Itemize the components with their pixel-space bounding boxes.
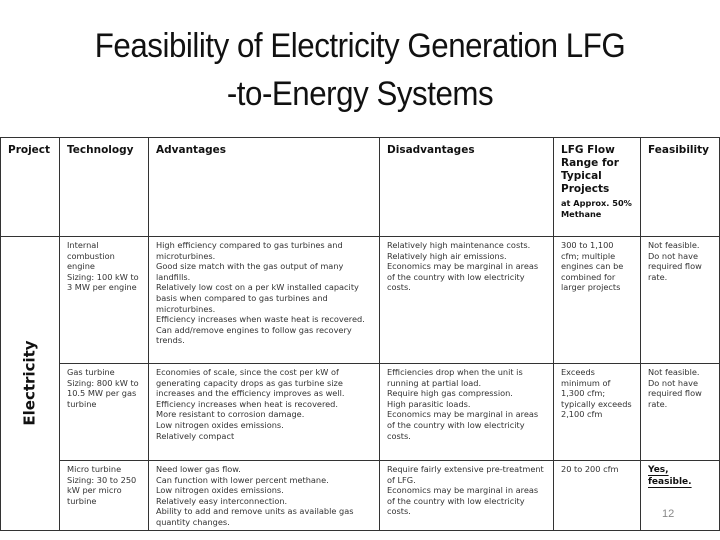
disadvantage-item: Efficiencies drop when the unit is runni… bbox=[387, 367, 523, 388]
feasibility-cell: Yes, feasible. bbox=[640, 460, 720, 531]
project-label: Electricity bbox=[20, 340, 39, 426]
disadvantage-item: Relatively high air emissions. bbox=[387, 250, 507, 261]
technology-cell: Gas turbine Sizing: 800 kW to 10.5 MW pe… bbox=[59, 363, 149, 461]
advantages-cell: Need lower gas flow. Can function with l… bbox=[148, 460, 380, 531]
advantage-item: Ability to add and remove units as avail… bbox=[156, 506, 354, 527]
table-header-row: Project Technology Advantages Disadvanta… bbox=[0, 137, 720, 237]
advantage-item: Efficiency increases when heat is recove… bbox=[156, 398, 338, 409]
advantage-item: Economies of scale, since the cost per k… bbox=[156, 367, 345, 399]
advantage-item: Relatively low cost on a per kW installe… bbox=[156, 282, 359, 314]
disadvantage-item: Relatively high maintenance costs. bbox=[387, 240, 531, 250]
advantage-item: Relatively easy interconnection. bbox=[156, 495, 288, 506]
header-technology: Technology bbox=[59, 137, 149, 237]
advantages-cell: Economies of scale, since the cost per k… bbox=[148, 363, 380, 461]
table-row: Micro turbine Sizing: 30 to 250 kW per m… bbox=[1, 460, 720, 531]
slide-title-line-2: -to-Energy Systems bbox=[226, 75, 494, 113]
technology-sizing: Sizing: 800 kW to 10.5 MW per gas turbin… bbox=[67, 377, 139, 409]
flow-range-cell: 20 to 200 cfm bbox=[553, 460, 641, 531]
header-flow-range-main: LFG Flow Range for Typical Projects bbox=[561, 144, 619, 195]
technology-cell: Internal combustion engine Sizing: 100 k… bbox=[59, 236, 149, 364]
advantage-item: Can add/remove engines to follow gas rec… bbox=[156, 324, 352, 346]
disadvantages-cell: Relatively high maintenance costs. Relat… bbox=[379, 236, 554, 364]
disadvantage-item: Economics may be marginal in areas of th… bbox=[387, 261, 539, 293]
advantage-item: Can function with lower percent methane. bbox=[156, 474, 329, 485]
header-disadvantages: Disadvantages bbox=[379, 137, 554, 237]
disadvantage-item: Require fairly extensive pre-treatment o… bbox=[387, 464, 544, 485]
technology-sizing: Sizing: 100 kW to 3 MW per engine bbox=[67, 271, 139, 293]
header-feasibility: Feasibility bbox=[640, 137, 720, 237]
feasibility-table: Project Technology Advantages Disadvanta… bbox=[0, 137, 720, 531]
feasibility-cell: Not feasible. Do not have required flow … bbox=[640, 363, 720, 461]
header-flow-range-sub: at Approx. 50% Methane bbox=[561, 198, 632, 219]
flow-range-cell: 300 to 1,100 cfm; multiple engines can b… bbox=[553, 236, 641, 364]
advantage-item: Low nitrogen oxides emissions. bbox=[156, 419, 284, 430]
header-project: Project bbox=[0, 137, 60, 237]
disadvantage-item: High parasitic loads. bbox=[387, 398, 471, 409]
header-flow-range: LFG Flow Range for Typical Projects at A… bbox=[553, 137, 641, 237]
disadvantage-item: Economics may be marginal in areas of th… bbox=[387, 409, 539, 441]
advantages-cell: High efficiency compared to gas turbines… bbox=[148, 236, 380, 364]
disadvantage-item: Require high gas compression. bbox=[387, 388, 513, 399]
feasible-label: Yes, feasible. bbox=[648, 465, 692, 487]
technology-sizing: Sizing: 30 to 250 kW per micro turbine bbox=[67, 474, 137, 506]
disadvantages-cell: Efficiencies drop when the unit is runni… bbox=[379, 363, 554, 461]
advantage-item: Need lower gas flow. bbox=[156, 464, 241, 474]
slide-title: Feasibility of Electricity Generation LF… bbox=[29, 22, 691, 118]
table-row: Electricity Internal combustion engine S… bbox=[0, 236, 720, 531]
technology-name: Micro turbine bbox=[67, 464, 122, 474]
advantage-item: More resistant to corrosion damage. bbox=[156, 409, 305, 420]
slide-title-line-1: Feasibility of Electricity Generation LF… bbox=[94, 27, 626, 65]
advantage-item: Low nitrogen oxides emissions. bbox=[156, 485, 284, 496]
disadvantages-cell: Require fairly extensive pre-treatment o… bbox=[379, 460, 554, 531]
technology-name: Gas turbine bbox=[67, 367, 115, 377]
flow-range-cell: Exceeds minimum of 1,300 cfm; typically … bbox=[553, 363, 641, 461]
header-advantages: Advantages bbox=[148, 137, 380, 237]
advantage-item: Relatively compact bbox=[156, 430, 235, 441]
advantage-item: Good size match with the gas output of m… bbox=[156, 261, 344, 282]
disadvantage-item: Economics may be marginal in areas of th… bbox=[387, 485, 539, 517]
technology-cell: Micro turbine Sizing: 30 to 250 kW per m… bbox=[59, 460, 149, 531]
project-cell: Electricity bbox=[0, 236, 60, 531]
page-number: 12 bbox=[662, 508, 675, 520]
feasibility-cell: Not feasible. Do not have required flow … bbox=[640, 236, 720, 364]
table-row: Gas turbine Sizing: 800 kW to 10.5 MW pe… bbox=[1, 363, 720, 461]
advantage-item: High efficiency compared to gas turbines… bbox=[156, 240, 343, 261]
advantage-item: Efficiency increases when waste heat is … bbox=[156, 314, 365, 325]
technology-name: Internal combustion engine bbox=[67, 240, 115, 272]
